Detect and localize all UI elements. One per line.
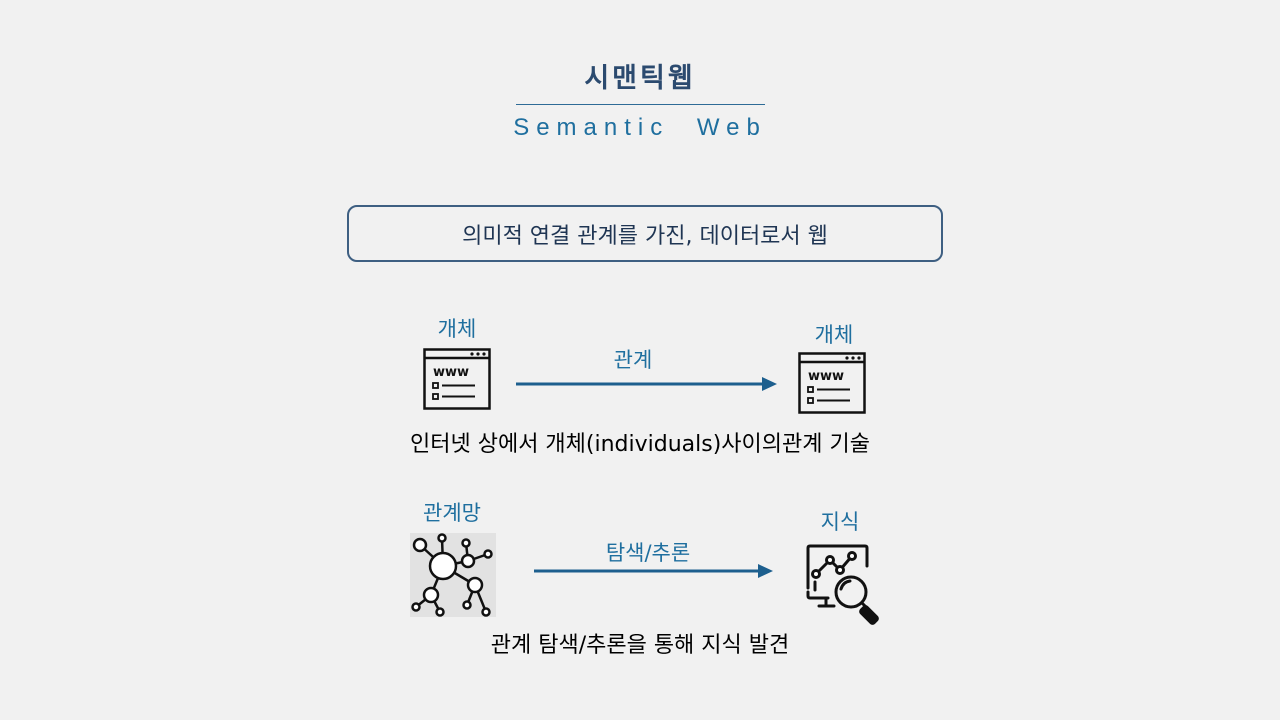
title-divider bbox=[516, 104, 765, 105]
row1-arrow bbox=[516, 376, 778, 392]
row1-arrow-label: 관계 bbox=[613, 348, 653, 372]
row2-caption: 관계 탐색/추론을 통해 지식 발견 bbox=[490, 633, 790, 658]
row2-right-label: 지식 bbox=[820, 510, 860, 534]
row1-right-webpage-icon: www bbox=[798, 352, 866, 414]
row1-caption: 인터넷 상에서 개체(individuals)사이의관계 기술 bbox=[410, 432, 870, 457]
row1-right-label: 개체 bbox=[814, 323, 854, 347]
row2-arrow bbox=[534, 563, 774, 579]
row1-right-icon-text: www bbox=[808, 369, 844, 384]
row1-left-label: 개체 bbox=[437, 317, 477, 341]
row2-arrow-label: 탐색/추론 bbox=[605, 541, 691, 565]
page-subtitle: Semantic Web bbox=[513, 114, 767, 141]
row1-left-icon-text: www bbox=[433, 365, 469, 380]
row2-data-analysis-icon bbox=[802, 544, 884, 626]
row2-network-icon bbox=[410, 533, 496, 617]
page-title: 시맨틱웹 bbox=[584, 63, 696, 94]
row2-left-label: 관계망 bbox=[423, 501, 481, 525]
definition-text: 의미적 연결 관계를 가진, 데이터로서 웹 bbox=[462, 223, 828, 249]
definition-box: 의미적 연결 관계를 가진, 데이터로서 웹 bbox=[347, 205, 943, 262]
row1-left-webpage-icon: www bbox=[423, 348, 491, 410]
